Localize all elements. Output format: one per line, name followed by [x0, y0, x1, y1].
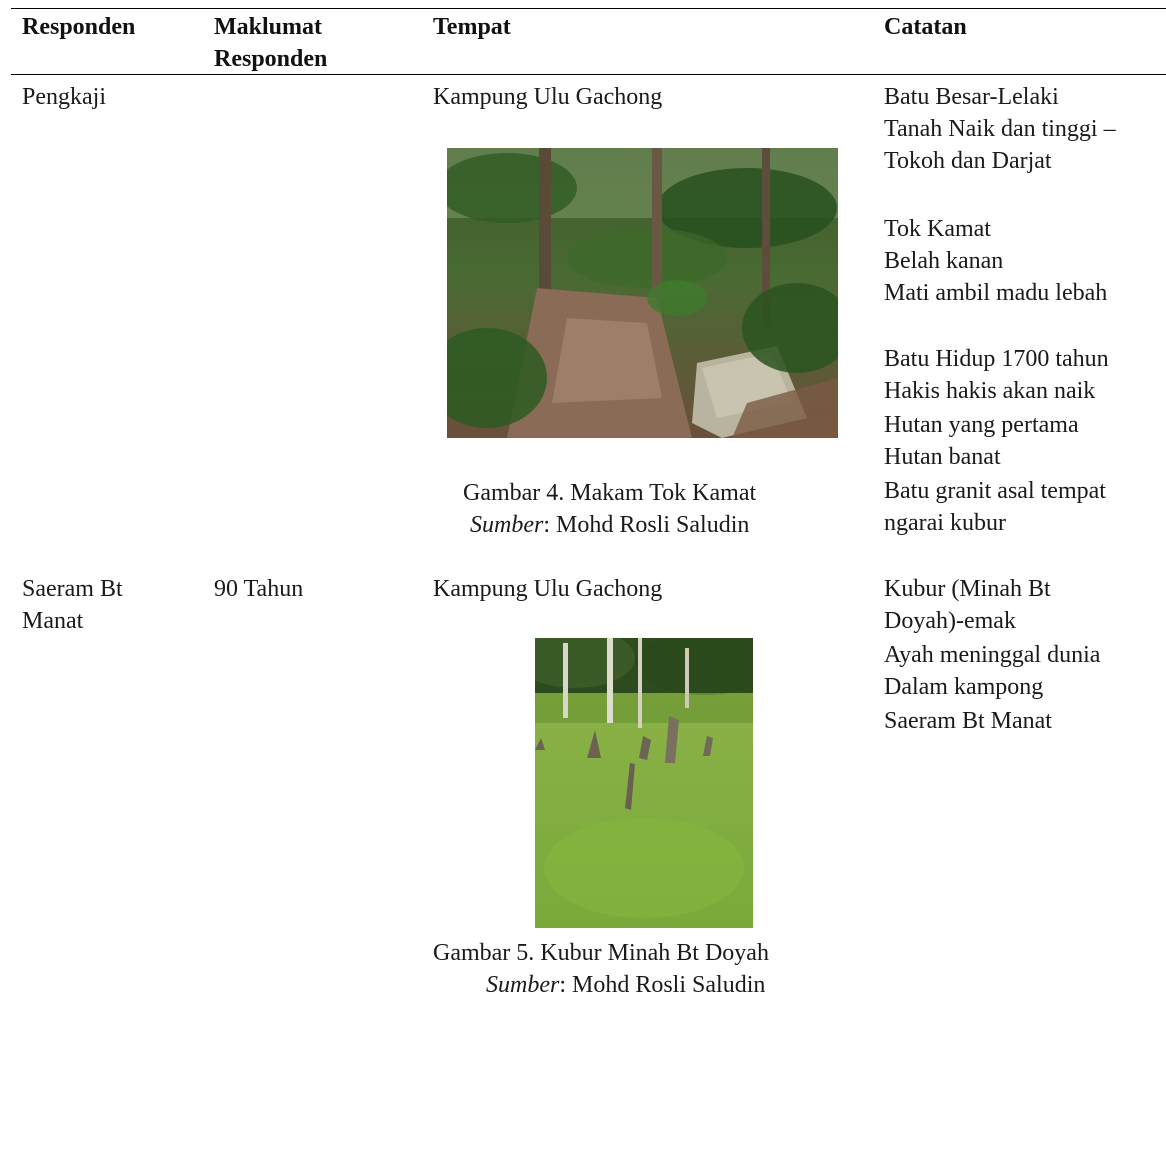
header-responden: Responden [22, 14, 136, 40]
catatan-line: Tokoh dan Darjat [884, 148, 1052, 174]
header-catatan: Catatan [884, 14, 967, 40]
source-label: Sumber [470, 512, 544, 538]
catatan-line: Batu Hidup 1700 tahun [884, 346, 1109, 372]
maklumat-age: 90 Tahun [214, 576, 304, 602]
tempat-name: Kampung Ulu Gachong [433, 84, 663, 110]
catatan-line: Belah kanan [884, 248, 1004, 274]
photo-kubur-minah [535, 638, 753, 928]
table-top-rule [11, 8, 1166, 9]
responden-name: Pengkaji [22, 84, 106, 110]
source-text: : Mohd Rosli Saludin [543, 512, 750, 538]
table-header-rule [11, 74, 1166, 75]
catatan-line: Batu Besar-Lelaki [884, 84, 1059, 110]
catatan-line: Tok Kamat [884, 216, 991, 242]
header-maklumat: Maklumat [214, 14, 322, 40]
figure-caption: Gambar 4. Makam Tok Kamat [463, 480, 757, 506]
catatan-line: Hakis hakis akan naik [884, 378, 1096, 404]
figure-source: Sumber: Mohd Rosli Saludin [470, 508, 749, 542]
catatan-line: Mati ambil madu lebah [884, 280, 1108, 306]
catatan-line: Hutan banat [884, 444, 1001, 470]
source-label: Sumber [486, 972, 560, 998]
catatan-line: ngarai kubur [884, 510, 1006, 536]
header-maklumat-responden: Responden [214, 46, 328, 72]
photo-makam-tok-kamat [447, 148, 838, 438]
responden-name: Saeram Bt [22, 576, 123, 602]
responden-name: Manat [22, 608, 84, 634]
catatan-line: Tanah Naik dan tinggi – [884, 116, 1116, 142]
tempat-name: Kampung Ulu Gachong [433, 576, 663, 602]
figure-caption: Gambar 5. Kubur Minah Bt Doyah [433, 940, 769, 966]
source-text: : Mohd Rosli Saludin [559, 972, 766, 998]
header-tempat: Tempat [433, 14, 511, 40]
catatan-line: Ayah meninggal dunia [884, 642, 1101, 668]
figure-source: Sumber: Mohd Rosli Saludin [486, 968, 765, 1002]
catatan-line: Saeram Bt Manat [884, 708, 1052, 734]
catatan-line: Hutan yang pertama [884, 412, 1079, 438]
catatan-line: Batu granit asal tempat [884, 478, 1106, 504]
catatan-line: Doyah)-emak [884, 608, 1016, 634]
catatan-line: Kubur (Minah Bt [884, 576, 1051, 602]
catatan-line: Dalam kampong [884, 674, 1044, 700]
